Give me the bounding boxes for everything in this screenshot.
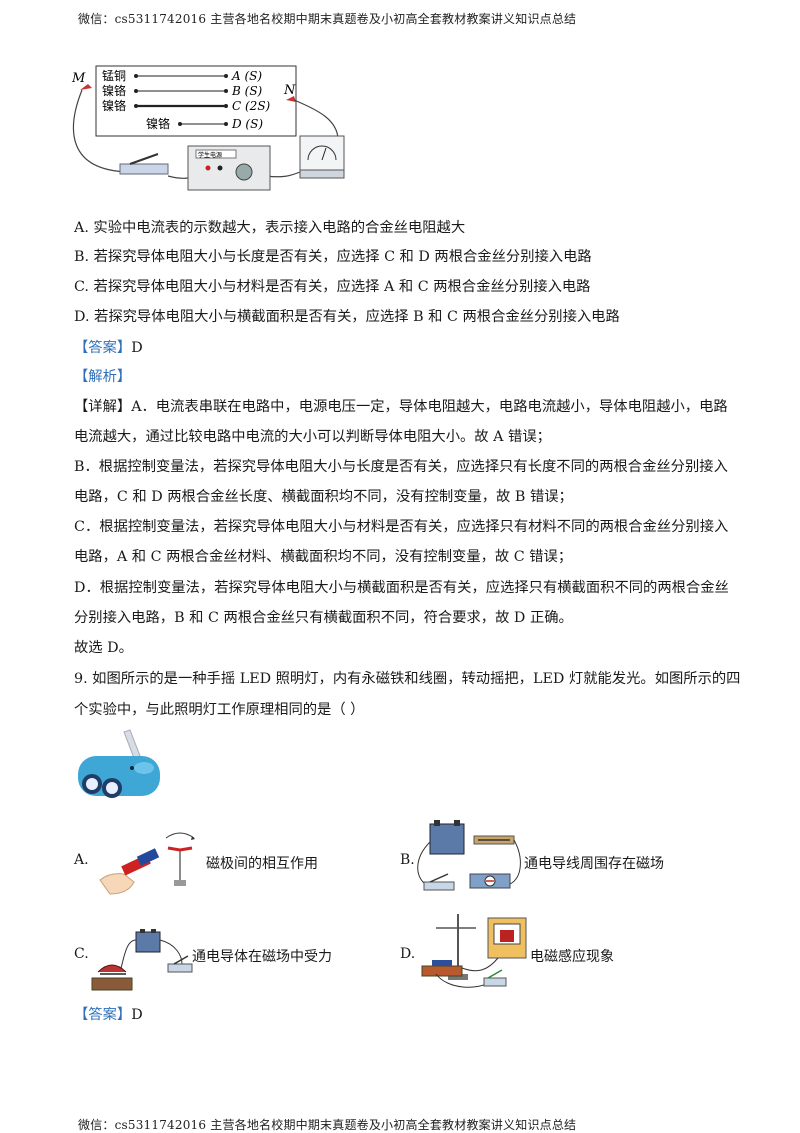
label-n: N xyxy=(283,83,296,98)
resistance-experiment-figure: M N 锰铜 A (S) 镍铬 B (S) 镍铬 C (2S) 镍铬 D (S)… xyxy=(71,65,345,191)
option-d-induction-image xyxy=(421,914,527,988)
wire-label-1: B (S) xyxy=(231,84,263,98)
detail-tag: 【详解】 xyxy=(74,399,132,415)
analysis-tag: 【解析】 xyxy=(74,369,132,385)
wire-label-0: A (S) xyxy=(231,69,262,83)
q8-option-b: B. 若探究导体电阻大小与长度是否有关，应选择 C 和 D 两根合金丝分别接入电… xyxy=(74,249,592,265)
analysis-text-0: A．电流表串联在电路中，电源电压一定，导体电阻越大，电路电流越小，导体电阻越小，… xyxy=(131,399,728,415)
option-a-caption: 磁极间的相互作用 xyxy=(206,856,318,872)
q9-answer: 【答案】D xyxy=(74,1005,143,1025)
wire-label-2: C (2S) xyxy=(232,99,271,113)
wire-material-0: 锰铜 xyxy=(102,68,126,83)
analysis-line-4: C．根据控制变量法，若探究导体电阻大小与材料是否有关，应选择只有材料不同的两根合… xyxy=(74,519,729,535)
option-a-magnet-image xyxy=(99,832,195,895)
q8-option-d: D. 若探究导体电阻大小与横截面积是否有关，应选择 B 和 C 两根合金丝分别接… xyxy=(74,309,620,325)
analysis-line-0: 【详解】A．电流表串联在电路中，电源电压一定，导体电阻越大，电路电流越小，导体电… xyxy=(74,397,728,417)
page-footer: 微信：cs5311742016 主营各地名校期中期末真题卷及小初高全套教材教案讲… xyxy=(78,1118,577,1132)
q8-answer: 【答案】D xyxy=(74,338,143,358)
option-c-letter: C. xyxy=(74,946,89,962)
analysis-line-8: 故选 D。 xyxy=(74,640,133,656)
option-c-motor-principle-image xyxy=(91,929,193,991)
analysis-line-3: 电路，C 和 D 两根合金丝长度、横截面积均不同，没有控制变量，故 B 错误； xyxy=(74,489,573,505)
analysis-line-5: 电路，A 和 C 两根合金丝材料、横截面积均不同，没有控制变量，故 C 错误； xyxy=(74,549,573,565)
wire-material-2: 镍铬 xyxy=(102,98,126,113)
q9-stem-line-1: 个实验中，与此照明灯工作原理相同的是（ ） xyxy=(74,702,365,718)
label-m: M xyxy=(71,71,86,86)
answer-value: D xyxy=(131,1007,143,1023)
wire-label-3: D (S) xyxy=(231,117,263,131)
option-a-letter: A. xyxy=(74,852,89,868)
q8-option-c: C. 若探究导体电阻大小与材料是否有关，应选择 A 和 C 两根合金丝分别接入电… xyxy=(74,279,591,295)
wire-material-1: 镍铬 xyxy=(102,83,126,98)
answer-tag: 【答案】 xyxy=(74,340,132,356)
analysis-line-7: 分别接入电路，B 和 C 两根合金丝只有横截面积不同，符合要求，故 D 正确。 xyxy=(74,610,573,626)
option-c-caption: 通电导体在磁场中受力 xyxy=(192,949,332,965)
option-d-caption: 电磁感应现象 xyxy=(530,949,614,965)
answer-value: D xyxy=(131,340,143,356)
page-header: 微信：cs5311742016 主营各地名校期中期末真题卷及小初高全套教材教案讲… xyxy=(78,12,577,26)
option-b-oersted-image xyxy=(417,820,521,891)
analysis-line-2: B．根据控制变量法，若探究导体电阻大小与长度是否有关，应选择只有长度不同的两根合… xyxy=(74,459,728,475)
option-d-letter: D. xyxy=(400,946,416,962)
hand-crank-led-flashlight-image xyxy=(78,729,160,798)
option-b-caption: 通电导线周围存在磁场 xyxy=(524,856,664,872)
answer-tag: 【答案】 xyxy=(74,1007,132,1023)
power-supply-label: 学生电源 xyxy=(198,151,222,159)
analysis-line-1: 电流越大，通过比较电路中电流的大小可以判断导体电阻大小。故 A 错误； xyxy=(74,429,551,445)
wire-material-3: 镍铬 xyxy=(146,116,170,131)
option-b-letter: B. xyxy=(400,852,415,868)
analysis-line-6: D．根据控制变量法，若探究导体电阻大小与横截面积是否有关，应选择只有横截面积不同… xyxy=(74,580,729,596)
q9-stem-line-0: 9. 如图所示的是一种手摇 LED 照明灯，内有永磁铁和线圈，转动摇把，LED … xyxy=(74,671,741,687)
q8-option-a: A. 实验中电流表的示数越大，表示接入电路的合金丝电阻越大 xyxy=(74,220,466,236)
